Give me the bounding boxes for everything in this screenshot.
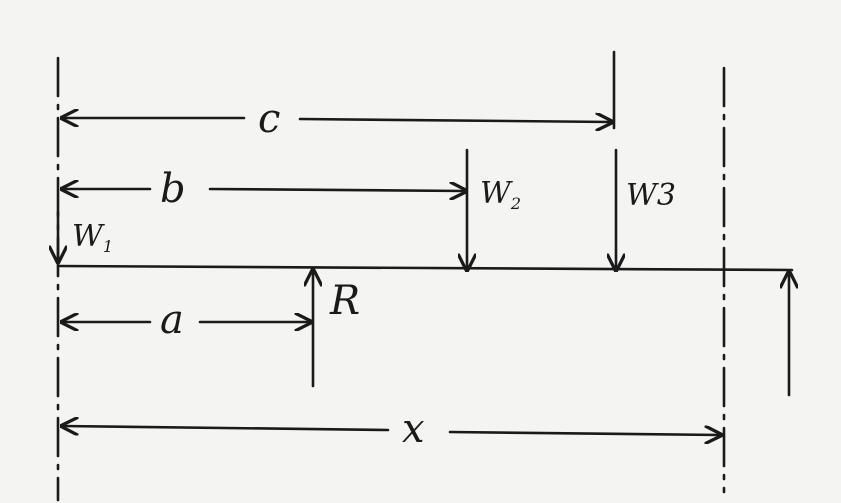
b-label: b <box>160 166 186 212</box>
w1-label: W1 <box>72 219 113 256</box>
w2-label: W2 <box>480 176 521 213</box>
x-dimension-right <box>448 432 721 435</box>
w1-label-main: W <box>72 219 105 254</box>
b-dimension-right <box>208 189 466 191</box>
r-label: R <box>329 278 360 324</box>
w1-label-sub: 1 <box>103 237 113 256</box>
w2-label-sub: 2 <box>510 194 521 213</box>
w3-label: W3 <box>626 178 676 213</box>
a-label: a <box>160 297 184 343</box>
c-label: c <box>258 96 280 142</box>
x-dimension-left <box>62 426 390 430</box>
w2-label-main: W <box>480 176 513 211</box>
c-dimension-right <box>298 119 612 122</box>
beam <box>56 264 794 272</box>
x-label: x <box>402 406 425 452</box>
